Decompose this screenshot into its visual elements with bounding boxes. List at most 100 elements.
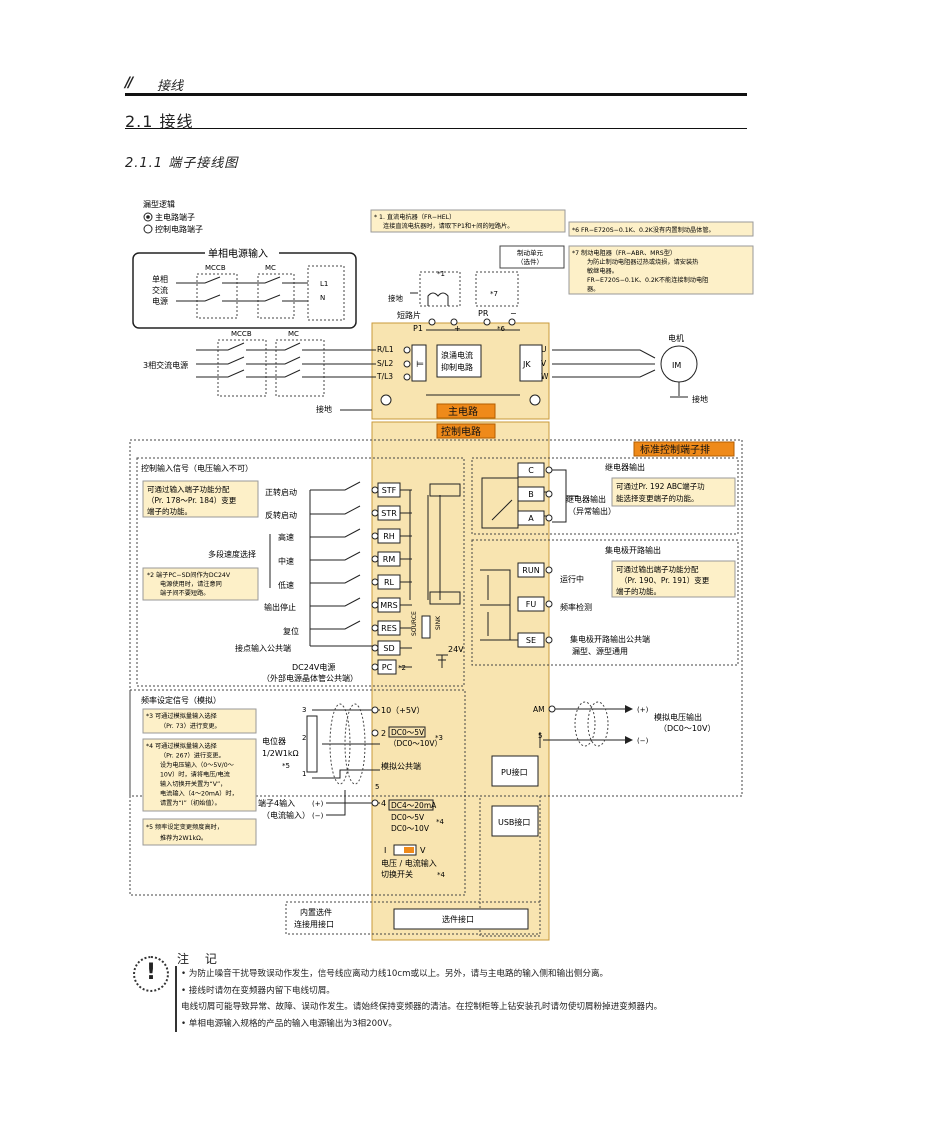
brake-unit-2: （选件） xyxy=(517,257,543,266)
svg-text:2: 2 xyxy=(302,734,306,742)
svg-text:连接直流电抗器时，请取下P1和+间的短路片。: 连接直流电抗器时，请取下P1和+间的短路片。 xyxy=(383,222,513,230)
p1-label: P1 xyxy=(413,324,423,333)
single-source-3: 电源 xyxy=(152,296,168,306)
note4-line: 设为电压输入（0～5V/0～ xyxy=(160,761,234,769)
term-2: 2 xyxy=(381,729,386,738)
freq-title: 频率设定信号（模拟） xyxy=(141,695,221,705)
svg-text:*2 端子PC−SD间作为DC24V: *2 端子PC−SD间作为DC24V xyxy=(147,571,231,579)
motor-label: 电机 xyxy=(668,333,684,343)
svg-text:5: 5 xyxy=(375,783,379,791)
svg-text:(−): (−) xyxy=(312,812,324,820)
running-label: 运行中 xyxy=(560,574,584,584)
terminal-str-label: STR xyxy=(381,509,397,518)
svg-text:3: 3 xyxy=(302,706,306,714)
terminal-fu-label: FU xyxy=(526,600,537,609)
svg-text:选件接口: 选件接口 xyxy=(442,914,474,924)
svg-text:漏型、源型通用: 漏型、源型通用 xyxy=(572,646,628,656)
freq-detect-label: 频率检测 xyxy=(560,602,592,612)
sink-source-jumper[interactable] xyxy=(421,615,431,639)
svg-text:（Pr. 73）进行变更。: （Pr. 73）进行变更。 xyxy=(160,722,221,730)
terminal-rl-label: RL xyxy=(384,578,395,587)
terminal-b-label: B xyxy=(528,490,534,499)
control-circuit-label xyxy=(436,423,496,439)
terminal-rm-label: RM xyxy=(383,555,396,564)
single-source-1: 单相 xyxy=(152,274,168,284)
terminal-a-label: A xyxy=(528,514,534,523)
usb-area xyxy=(479,795,541,937)
svg-text:敏继电器。: 敏继电器。 xyxy=(587,267,618,275)
note4-line: *4 可通过模拟量输入选择 xyxy=(146,742,218,750)
option-port[interactable] xyxy=(393,908,529,930)
note-line: 电线切屑可能导致异常、故障、误动作发生。请始终保持变频器的清洁。在控制柜等上钻安… xyxy=(181,1002,663,1012)
note-5 xyxy=(142,818,257,846)
svg-text:正转启动: 正转启动 xyxy=(265,487,297,497)
svg-text:（电流输入）: （电流输入） xyxy=(262,810,310,820)
svg-text:DC0～10V: DC0～10V xyxy=(391,824,430,833)
note-7 xyxy=(568,245,754,295)
svg-text:1: 1 xyxy=(302,770,306,778)
terminal-t: T/L3 xyxy=(376,372,393,381)
note-line: • 单相电源输入规格的产品的输入电源输出为3相200V。 xyxy=(181,1018,398,1029)
header-rule xyxy=(125,93,747,96)
svg-text:推荐为2W1kΩ。: 推荐为2W1kΩ。 xyxy=(160,834,207,842)
pu-port[interactable] xyxy=(491,755,539,787)
section-rule xyxy=(125,128,747,129)
svg-text:电位器: 电位器 xyxy=(262,736,286,746)
am-label: AM xyxy=(533,705,545,714)
svg-text:切换开关: 切换开关 xyxy=(381,869,413,879)
svg-text:可通过输出端子功能分配: 可通过输出端子功能分配 xyxy=(616,564,699,574)
terminal-a xyxy=(517,510,545,526)
svg-text:I: I xyxy=(384,846,386,855)
usb-port[interactable] xyxy=(491,805,539,837)
mccb-label-2: MCCB xyxy=(231,330,252,338)
terminal-pc-label: PC xyxy=(382,663,393,672)
terminal-u: U xyxy=(541,345,547,354)
svg-text:1/2W1kΩ: 1/2W1kΩ xyxy=(262,749,299,758)
relay-note xyxy=(611,477,736,507)
three-phase-label: 3相交流电源 xyxy=(143,360,188,370)
svg-text:*3 可通过模拟量输入选择: *3 可通过模拟量输入选择 xyxy=(146,712,218,720)
v24-label: 24V xyxy=(448,645,464,654)
svg-text:电源使用时，请注意同: 电源使用时，请注意同 xyxy=(160,580,222,588)
legend-main: 主电路端子 xyxy=(155,212,195,222)
svg-text:（DC0～10V）: （DC0～10V） xyxy=(659,724,716,733)
svg-text:反转启动: 反转启动 xyxy=(265,510,297,520)
svg-text:模拟电压输出: 模拟电压输出 xyxy=(654,712,702,722)
svg-text:FR−E720S−0.1K、0.2K不能连接制动电阻: FR−E720S−0.1K、0.2K不能连接制动电阻 xyxy=(587,276,708,284)
rectifier-icon xyxy=(411,344,427,382)
ground-terminal-icon-2 xyxy=(529,394,541,406)
section-title: 2.1 接线 xyxy=(125,112,194,131)
svg-text:(+): (+) xyxy=(312,800,324,808)
svg-text:*4: *4 xyxy=(437,871,446,879)
term-10: 10（+5V） xyxy=(381,706,424,715)
motor-im: IM xyxy=(672,361,681,370)
header-mark: // xyxy=(125,75,133,91)
terminal-run-label: RUN xyxy=(522,566,539,575)
caution-icon: ! xyxy=(133,956,169,992)
svg-text:(+): (+) xyxy=(637,706,649,714)
svg-text:*6 FR−E720S−0.1K、0.2K没有内置制动晶体: *6 FR−E720S−0.1K、0.2K没有内置制动晶体管。 xyxy=(572,226,715,234)
minus-label: − xyxy=(510,309,517,318)
terminal-c xyxy=(517,462,545,478)
single-source-2: 交流 xyxy=(152,285,168,295)
svg-text:（Pr. 190、Pr. 191）变更: （Pr. 190、Pr. 191）变更 xyxy=(620,575,710,585)
source-label: SOURCE xyxy=(411,611,418,636)
note-line: • 接线时请勿在变频器内留下电线切屑。 xyxy=(181,985,335,996)
brake-resistor xyxy=(475,271,519,307)
svg-text:集电极开路输出公共端: 集电极开路输出公共端 xyxy=(570,634,650,644)
svg-text:*5: *5 xyxy=(282,762,290,770)
note4-line: 请置为“I”（初始值）。 xyxy=(160,799,221,807)
svg-text:⊨: ⊨ xyxy=(416,360,424,370)
svg-text:JK: JK xyxy=(522,360,531,369)
svg-text:（异常输出）: （异常输出） xyxy=(568,506,616,516)
input-note xyxy=(142,480,259,518)
freq-setting-area xyxy=(129,689,466,896)
sink-label: SINK xyxy=(435,615,442,630)
inrush-1: 浪涌电流 xyxy=(441,350,473,360)
svg-text:可通过Pr. 192 ABC端子功: 可通过Pr. 192 ABC端子功 xyxy=(616,481,705,491)
svg-text:（外部电源晶体管公共端）: （外部电源晶体管公共端） xyxy=(262,673,358,683)
star1-label: *1 xyxy=(437,270,445,278)
